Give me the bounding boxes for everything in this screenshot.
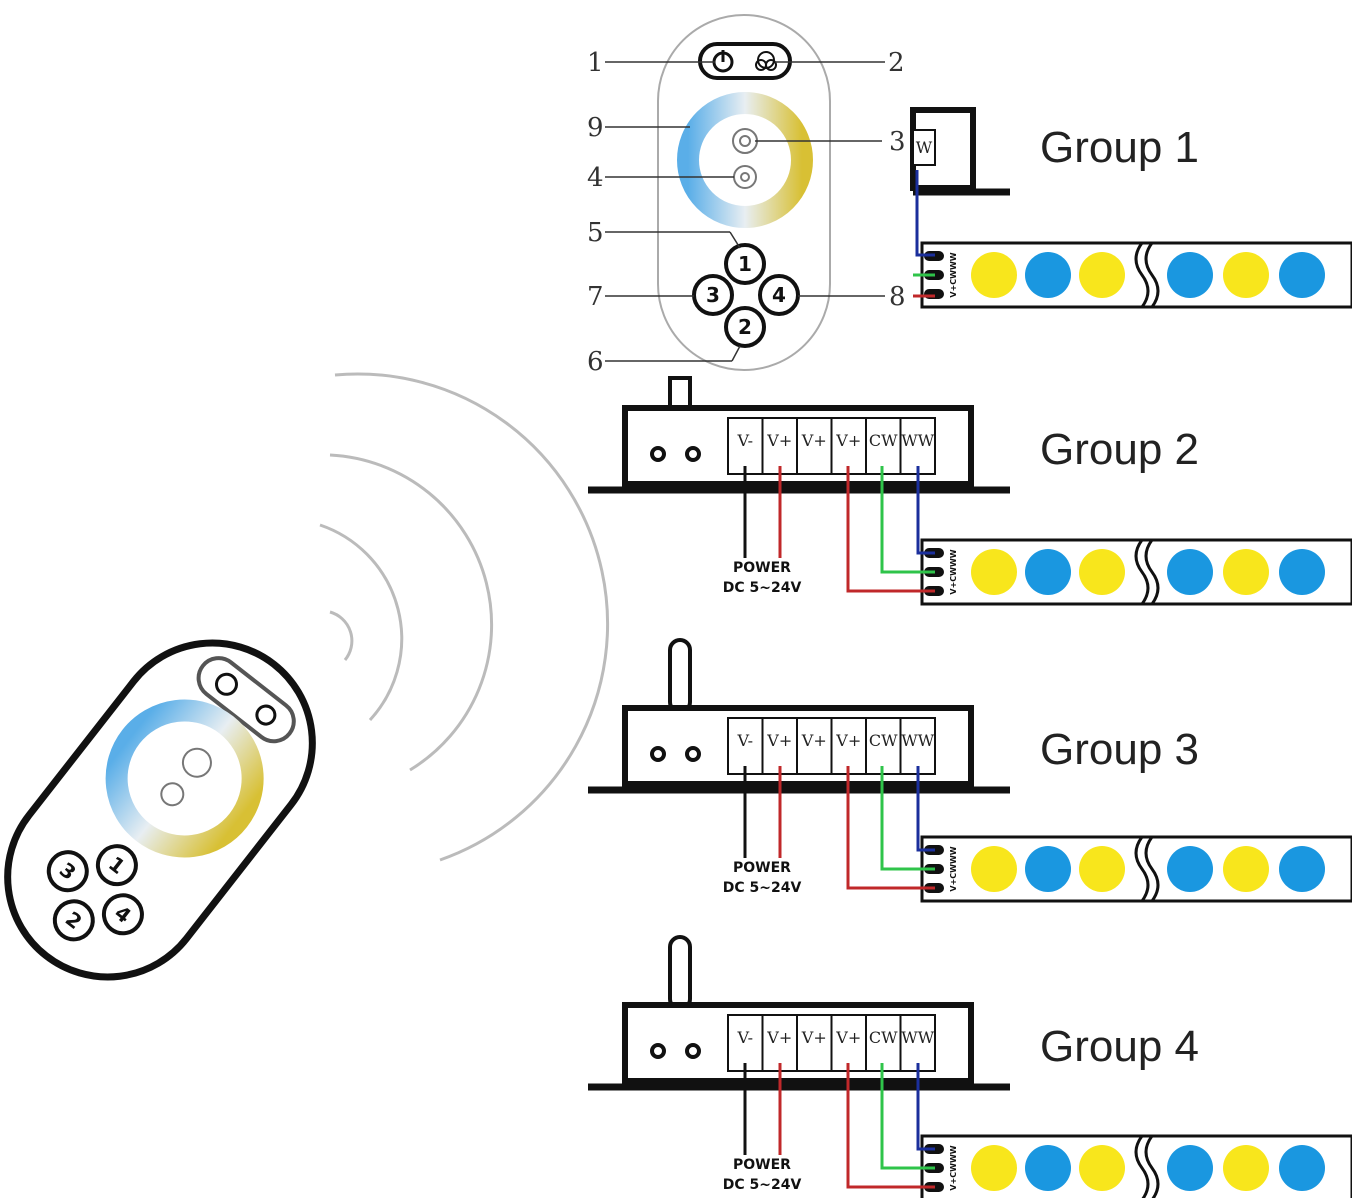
callout-lines [605, 61, 885, 362]
led-dot [971, 252, 1017, 298]
callout-4: 4 [587, 163, 604, 193]
terminal [796, 417, 833, 475]
top-button-3: 3 [706, 283, 720, 307]
led-dot [1279, 846, 1325, 892]
led-dot [1079, 1145, 1125, 1191]
terminal [865, 1014, 902, 1072]
power-voltage: DC 5~24V [723, 580, 802, 596]
terminal [830, 417, 867, 475]
callout-6: 6 [587, 347, 604, 377]
led-dot [1223, 252, 1269, 298]
group-1-title: Group 1 [1040, 123, 1199, 172]
led-dot [1223, 846, 1269, 892]
power-voltage: DC 5~24V [723, 1177, 802, 1193]
group-1-terminal-ww: W [916, 138, 933, 157]
group-4-title: Group 4 [1040, 1022, 1199, 1071]
top-button-1: 1 [738, 252, 752, 276]
top-button-4: 4 [772, 283, 786, 307]
power-label: POWER [733, 560, 791, 576]
terminal [727, 717, 764, 775]
terminal-label: V- [737, 731, 754, 750]
terminal-label: V- [737, 431, 754, 450]
led-dot [971, 1145, 1017, 1191]
led-dot [1079, 252, 1125, 298]
mode-icon [755, 51, 777, 71]
terminal-label: V+ [801, 1028, 827, 1047]
terminal-label: WW [901, 1028, 934, 1047]
terminal [899, 417, 936, 475]
led-dot [1279, 1145, 1325, 1191]
antenna [668, 638, 692, 714]
led-dot [1025, 549, 1071, 595]
terminal-label: CW [869, 1028, 898, 1047]
terminal-label: WW [901, 431, 934, 450]
terminal-label: V+ [835, 731, 861, 750]
terminal-label: WW [901, 731, 934, 750]
terminal [727, 1014, 764, 1072]
strip-pin-label: V+CWWW [949, 1145, 958, 1190]
callout-8: 8 [889, 282, 906, 312]
power-voltage: DC 5~24V [723, 880, 802, 896]
callout-9: 9 [587, 113, 604, 143]
led-dot [1025, 252, 1071, 298]
led-dot [1167, 846, 1213, 892]
terminal-label: CW [869, 731, 898, 750]
strip-pin-label: V+CWWW [949, 252, 958, 297]
led-strip-1: V+CWWW [920, 241, 1352, 309]
led-dot [1223, 549, 1269, 595]
group-3-title: Group 3 [1040, 725, 1199, 774]
led-dot [971, 549, 1017, 595]
callout-2: 2 [888, 48, 905, 78]
terminal [830, 717, 867, 775]
led-dot [1079, 549, 1125, 595]
terminal-label: V+ [801, 731, 827, 750]
terminal [796, 1014, 833, 1072]
terminal-label: V- [737, 1028, 754, 1047]
remote-top-view: 1 2 3 4 1 2 3 4 5 6 7 8 9 [587, 14, 906, 377]
antenna [668, 935, 692, 1011]
terminal [830, 1014, 867, 1072]
led-dot [1079, 846, 1125, 892]
terminal-label: V+ [801, 431, 827, 450]
callout-1: 1 [587, 48, 604, 78]
terminal [899, 1014, 936, 1072]
power-label: POWER [733, 1157, 791, 1173]
terminal-label: CW [869, 431, 898, 450]
terminal-label: V+ [835, 431, 861, 450]
terminal-label: V+ [766, 1028, 792, 1047]
led-dot [1025, 846, 1071, 892]
led-dot [1025, 1145, 1071, 1191]
callout-5: 5 [587, 218, 604, 248]
led-dot [1223, 1145, 1269, 1191]
top-button-2: 2 [738, 315, 752, 339]
group-2-title: Group 2 [1040, 425, 1199, 474]
led-dot [1279, 252, 1325, 298]
callout-3: 3 [889, 127, 906, 157]
terminal-label: V+ [766, 431, 792, 450]
terminal [761, 717, 798, 775]
led-dot [971, 846, 1017, 892]
led-dot [1279, 549, 1325, 595]
led-dot [1167, 252, 1213, 298]
signal-waves [319, 372, 610, 862]
strip-pin-label: V+CWWW [949, 549, 958, 594]
led-dot [1167, 549, 1213, 595]
remote-perspective: 1 2 3 4 [4, 639, 316, 981]
terminal-label: V+ [835, 1028, 861, 1047]
strip-pin-label: V+CWWW [949, 846, 958, 891]
terminal-label: V+ [766, 731, 792, 750]
led-dot [1167, 1145, 1213, 1191]
callout-7: 7 [587, 282, 604, 312]
power-label: POWER [733, 860, 791, 876]
group-1: W Group 1 V+CWWW [910, 107, 1352, 309]
